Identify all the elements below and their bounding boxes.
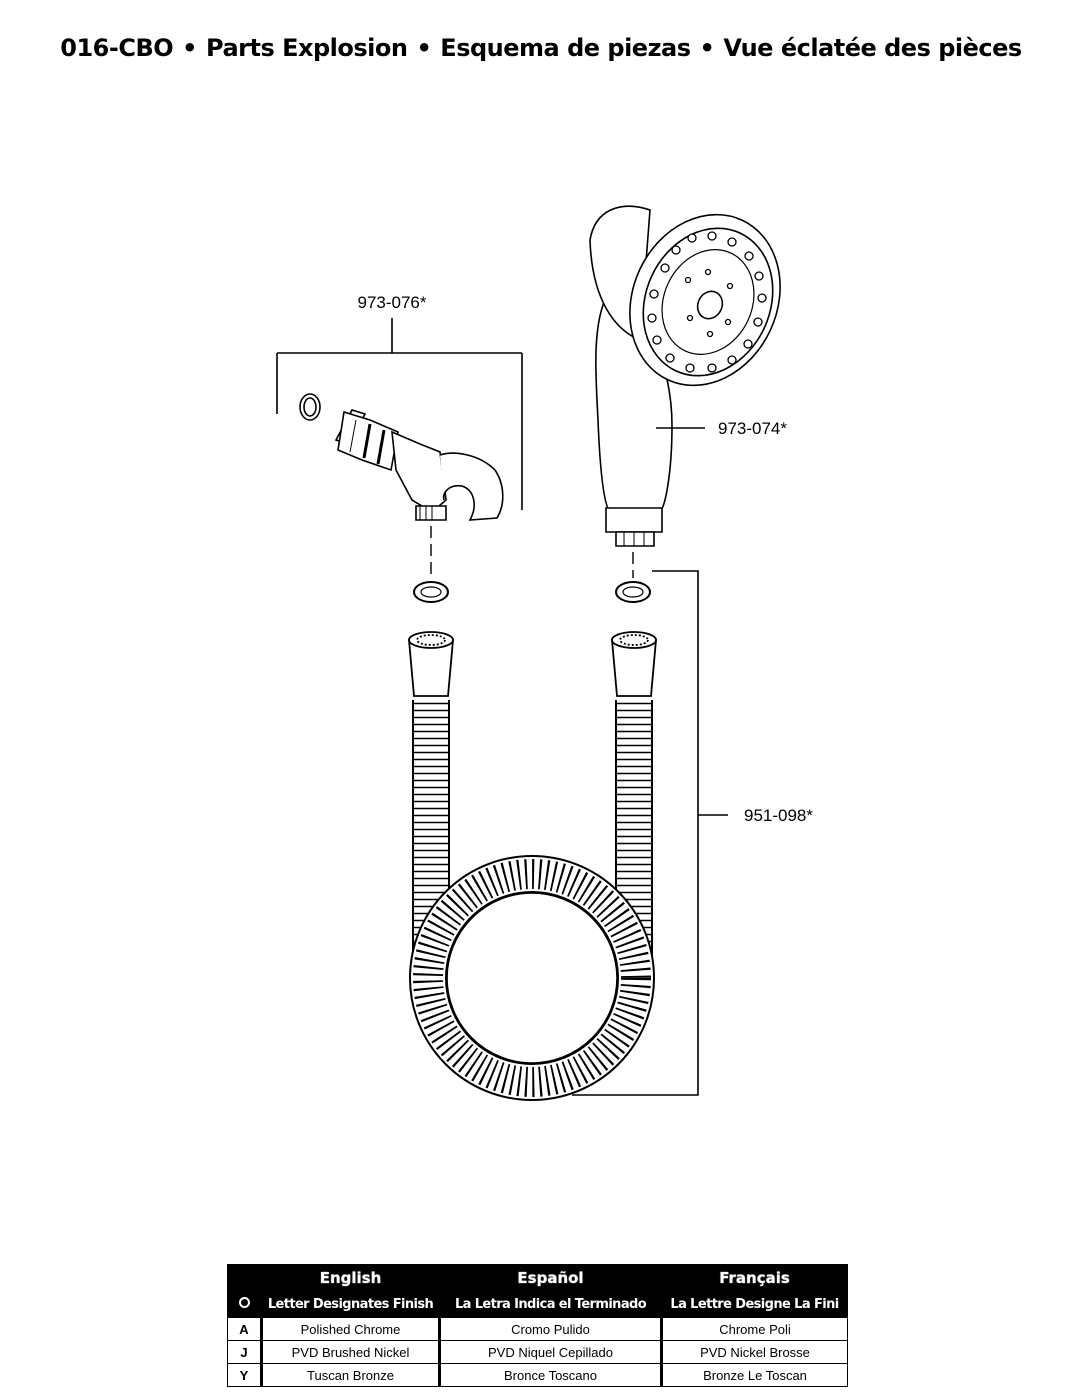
handshower-callout: 973-074* bbox=[656, 419, 787, 438]
spray-nozzles bbox=[647, 231, 767, 373]
parts-explosion-diagram: 973-076* bbox=[276, 205, 813, 1101]
finish-table-subheader-row: Letter Designates Finish La Letra Indica… bbox=[227, 1291, 848, 1318]
hose-bracket-line bbox=[572, 570, 699, 1096]
table-row: A Polished Chrome Cromo Pulido Chrome Po… bbox=[227, 1317, 848, 1341]
finish-code: A bbox=[227, 1317, 262, 1341]
finish-table-corner bbox=[227, 1264, 262, 1291]
finish-english: Tuscan Bronze bbox=[260, 1363, 440, 1387]
holder-outlet bbox=[415, 505, 447, 521]
handshower-outlet bbox=[615, 531, 655, 547]
finish-code: J bbox=[227, 1340, 262, 1364]
washer-right bbox=[615, 581, 651, 603]
finish-header-english: English bbox=[261, 1264, 440, 1291]
title-separator: • bbox=[416, 34, 432, 62]
model-number: 016-CBO bbox=[60, 34, 174, 62]
handshower-part-number: 973-074* bbox=[718, 419, 787, 438]
hose-callout: 951-098* bbox=[572, 570, 813, 1096]
hose-part-number: 951-098* bbox=[744, 806, 813, 825]
finish-subheader-french: La Lettre Designe La Fini bbox=[661, 1291, 848, 1318]
finish-subheader-english: Letter Designates Finish bbox=[261, 1291, 440, 1318]
hose-holder bbox=[299, 393, 504, 521]
title-spanish: Esquema de piezas bbox=[440, 34, 691, 62]
holder-callout: 973-076* bbox=[276, 293, 523, 510]
finish-english: Polished Chrome bbox=[260, 1317, 440, 1341]
handshower bbox=[589, 205, 781, 547]
handshower-collar bbox=[605, 507, 663, 533]
hose-nuts bbox=[408, 631, 657, 697]
finish-table-header-row: English Español Français bbox=[227, 1264, 848, 1291]
finish-french: Chrome Poli bbox=[660, 1317, 848, 1341]
finish-table: English Español Français Letter Designat… bbox=[227, 1264, 848, 1387]
finish-symbol-icon bbox=[227, 1291, 262, 1318]
holder-cradle bbox=[439, 452, 504, 521]
finish-spanish: Bronce Toscano bbox=[438, 1363, 662, 1387]
washers bbox=[413, 581, 651, 603]
handshower-center-cap bbox=[696, 290, 724, 320]
shower-hose bbox=[409, 700, 655, 1101]
washer-left bbox=[413, 581, 449, 603]
holder-body bbox=[391, 430, 447, 513]
page-title: 016-CBO • Parts Explosion • Esquema de pieza… bbox=[0, 34, 1082, 62]
title-french: Vue éclatée des pièces bbox=[723, 34, 1022, 62]
title-separator: • bbox=[699, 34, 715, 62]
finish-header-french: Français bbox=[661, 1264, 848, 1291]
table-row: Y Tuscan Bronze Bronce Toscano Bronze Le… bbox=[227, 1363, 848, 1387]
finish-french: PVD Nickel Brosse bbox=[660, 1340, 848, 1364]
hose-coil-ribs bbox=[413, 859, 651, 1097]
finish-header-spanish: Español bbox=[439, 1264, 662, 1291]
title-english: Parts Explosion bbox=[206, 34, 408, 62]
finish-spanish: PVD Niquel Cepillado bbox=[438, 1340, 662, 1364]
finish-code: Y bbox=[227, 1363, 262, 1387]
title-separator: • bbox=[182, 34, 197, 62]
finish-spanish: Cromo Pulido bbox=[438, 1317, 662, 1341]
table-row: J PVD Brushed Nickel PVD Niquel Cepillad… bbox=[227, 1340, 848, 1364]
holder-part-number: 973-076* bbox=[357, 293, 426, 312]
finish-french: Bronze Le Toscan bbox=[660, 1363, 848, 1387]
holder-bracket-line bbox=[276, 318, 523, 510]
finish-subheader-spanish: La Letra Indica el Terminado bbox=[439, 1291, 662, 1318]
finish-english: PVD Brushed Nickel bbox=[260, 1340, 440, 1364]
